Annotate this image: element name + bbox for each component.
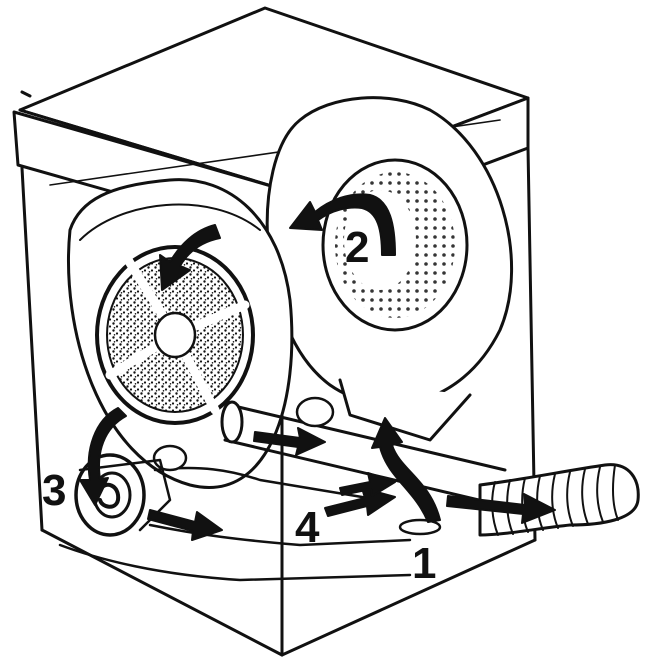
label-4: 4: [295, 503, 320, 552]
label-1: 1: [412, 539, 436, 588]
label-2: 2: [345, 223, 369, 272]
label-3: 3: [42, 466, 66, 515]
exhaust-hose-icon: [480, 465, 638, 535]
